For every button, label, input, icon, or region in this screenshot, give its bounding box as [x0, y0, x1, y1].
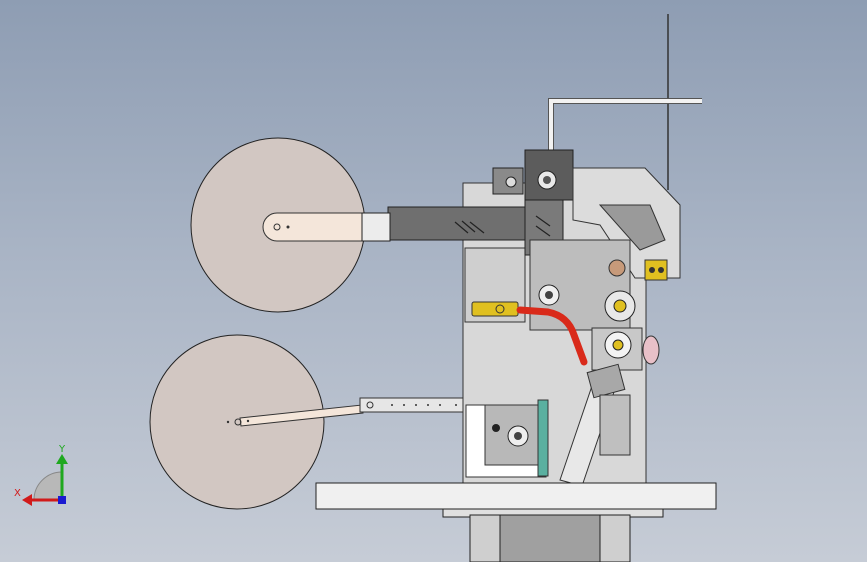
triad-base-icon	[33, 471, 63, 501]
lower-gear-hub-icon	[514, 432, 522, 440]
mount-slots	[454, 215, 551, 237]
triad-z-axis-icon	[58, 496, 66, 504]
upper-reel-arm	[262, 212, 366, 242]
lower-reel-pin-icon	[226, 420, 230, 424]
arm-support-plate	[599, 394, 631, 456]
sensor-knob-icon	[505, 176, 517, 188]
upper-reel-hub-icon	[273, 223, 281, 231]
brass-adjuster	[644, 259, 668, 281]
cutter-hub-icon	[543, 176, 551, 184]
base-motor-core	[499, 514, 601, 562]
tension-knob-icon	[608, 259, 626, 277]
teal-guide-strip	[537, 399, 549, 477]
tape-guide-wire	[548, 98, 702, 170]
tape-guide-wire-highlight	[549, 99, 702, 170]
triad-y-label: Y	[58, 444, 66, 455]
lower-reel-pin-icon	[246, 419, 250, 423]
lower-knob-icon	[492, 424, 500, 432]
pressure-roller-hub-icon	[612, 339, 624, 351]
right-cover-panel	[598, 204, 666, 251]
air-hose	[516, 306, 588, 366]
top-sensor-block	[492, 167, 524, 195]
adjuster-screw-icon	[649, 267, 655, 273]
feed-roller-hub-icon	[545, 291, 553, 299]
upper-reel-pin-icon	[286, 225, 290, 229]
base-plate	[315, 482, 717, 510]
triad-x-arrow-icon	[22, 494, 32, 506]
brass-fitting	[471, 301, 519, 317]
swing-arm-joint	[586, 363, 626, 399]
adjuster-screw-icon	[658, 267, 664, 273]
fitting-nut-icon	[495, 304, 505, 314]
triad-y-arrow-icon	[56, 454, 68, 464]
pink-roller-icon	[642, 335, 660, 365]
lower-tape-reel	[149, 334, 325, 510]
triad-x-label: X	[14, 488, 21, 499]
upper-clamp-plate	[361, 212, 391, 242]
lower-reel-hub-icon	[234, 418, 242, 426]
drive-wheel-hub-icon	[613, 299, 627, 313]
axis-triad: Y X	[14, 444, 68, 506]
